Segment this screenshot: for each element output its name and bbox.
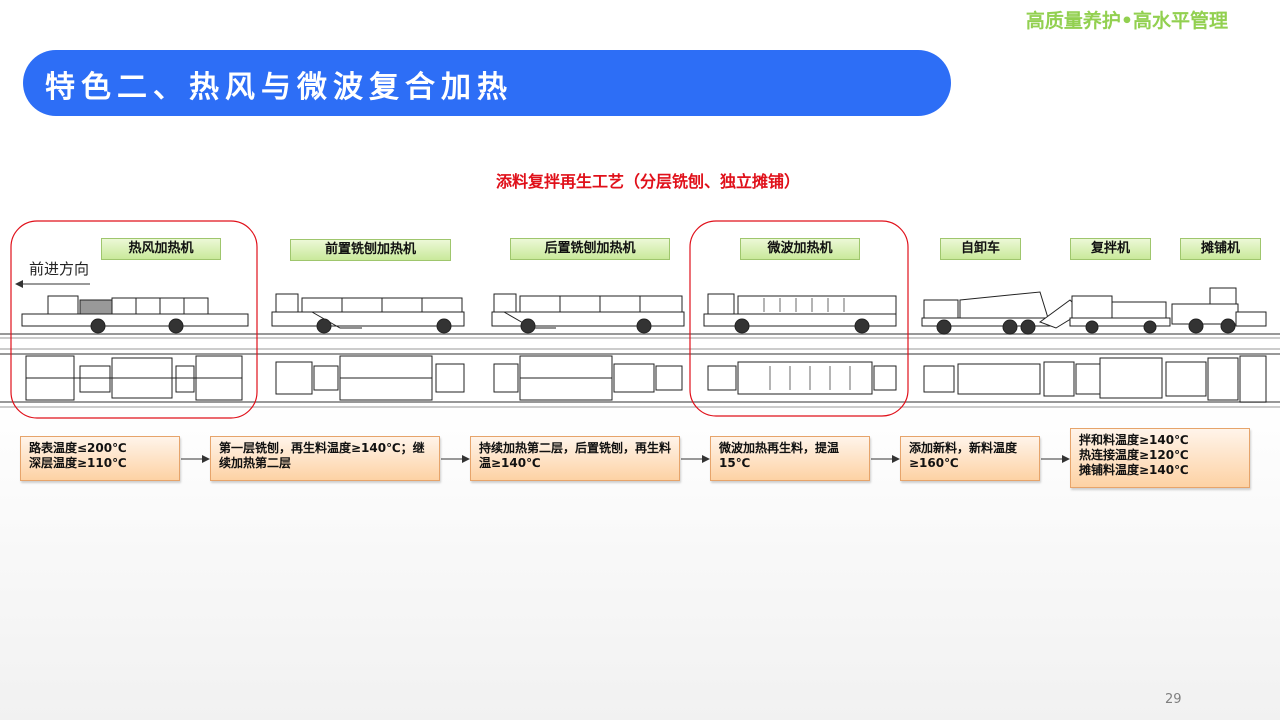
top-view-dump-truck — [923, 363, 1041, 395]
process-step-4: 微波加热再生料，提温15℃ — [710, 436, 870, 481]
highlight-ring-hot-air-heater — [10, 220, 258, 419]
top-view-remixer — [1043, 357, 1163, 399]
step-6-line-1: 拌和料温度≥140℃ — [1079, 433, 1189, 447]
side-view-dump-truck — [921, 291, 1051, 335]
top-view-hot-air-heater — [25, 355, 243, 401]
top-view-front-milling-heater — [275, 355, 465, 401]
machine-label-rear-milling-heater: 后置铣刨加热机 — [510, 238, 670, 260]
machine-label-paver: 摊铺机 — [1180, 238, 1261, 260]
step-2-line-1: 第一层铣刨，再生料温度≥140℃；继续加热第二层 — [219, 441, 425, 470]
machine-label-remixer: 复拌机 — [1070, 238, 1151, 260]
process-step-6: 拌和料温度≥140℃ 热连接温度≥120℃ 摊铺料温度≥140℃ — [1070, 428, 1250, 488]
process-step-1: 路表温度≤200℃ 深层温度≥110℃ — [20, 436, 180, 481]
machine-label-hot-air-heater: 热风加热机 — [101, 238, 221, 260]
road-lines — [0, 333, 1280, 408]
step-5-line-1: 添加新料，新料温度≥160℃ — [909, 441, 1018, 470]
title-banner: 特色二、热风与微波复合加热 — [23, 50, 951, 116]
side-view-hot-air-heater — [21, 295, 249, 334]
step-4-line-1: 微波加热再生料，提温15℃ — [719, 441, 840, 470]
step-1-line-2: 深层温度≥110℃ — [29, 456, 127, 470]
side-view-rear-milling-heater — [491, 293, 685, 334]
top-view-microwave-heater — [707, 361, 897, 395]
machine-label-microwave-heater: 微波加热机 — [740, 238, 860, 260]
side-view-remixer — [1038, 295, 1171, 334]
machine-label-front-milling-heater: 前置铣刨加热机 — [290, 239, 451, 261]
top-view-paver — [1165, 355, 1267, 403]
step-1-line-1: 路表温度≤200℃ — [29, 441, 127, 455]
process-step-5: 添加新料，新料温度≥160℃ — [900, 436, 1040, 481]
highlight-ring-microwave-heater — [689, 220, 909, 417]
machine-label-dump-truck: 自卸车 — [940, 238, 1021, 260]
side-view-microwave-heater — [703, 293, 897, 334]
process-step-3: 持续加热第二层，后置铣刨，再生料温≥140℃ — [470, 436, 680, 481]
side-view-paver — [1171, 287, 1267, 334]
side-view-front-milling-heater — [271, 293, 465, 334]
top-view-rear-milling-heater — [493, 355, 683, 401]
step-6-line-2: 热连接温度≥120℃ — [1079, 448, 1189, 462]
direction-label: 前进方向 — [29, 260, 90, 278]
process-step-2: 第一层铣刨，再生料温度≥140℃；继续加热第二层 — [210, 436, 440, 481]
process-subtitle: 添料复拌再生工艺（分层铣刨、独立摊铺） — [495, 172, 800, 191]
slogan: 高质量养护•高水平管理 — [1025, 10, 1228, 32]
step-3-line-1: 持续加热第二层，后置铣刨，再生料温≥140℃ — [479, 441, 672, 470]
page-number: 29 — [1165, 692, 1182, 707]
page-title: 特色二、热风与微波复合加热 — [45, 70, 513, 105]
step-6-line-3: 摊铺料温度≥140℃ — [1079, 463, 1189, 477]
